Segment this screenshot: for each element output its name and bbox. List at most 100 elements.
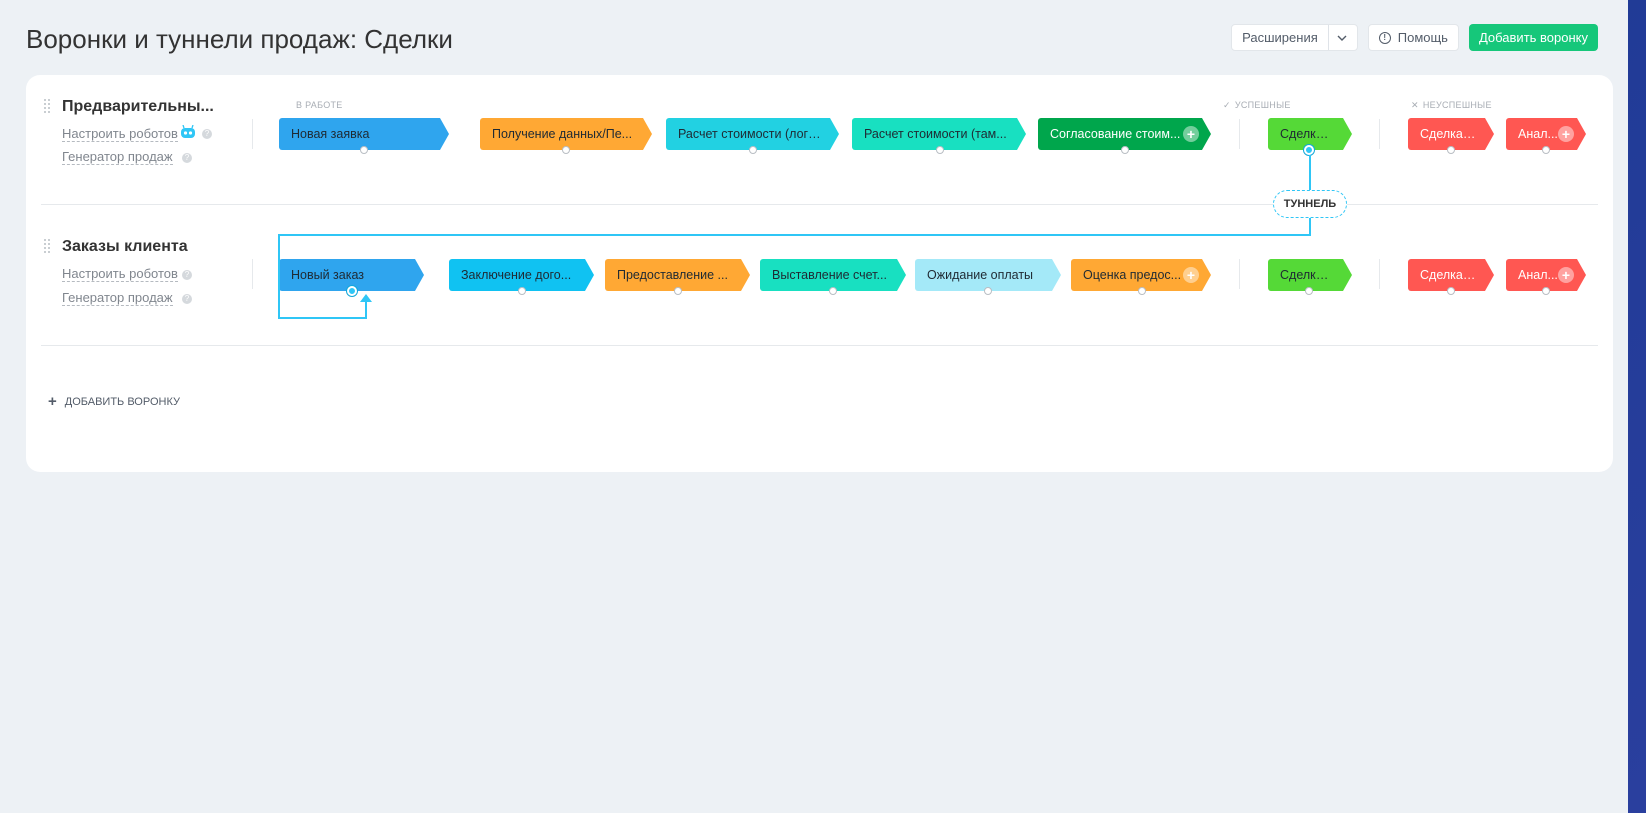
- check-icon: ✓: [1223, 100, 1231, 110]
- add-funnel-label: Добавить воронку: [1478, 30, 1588, 45]
- funnels-card: В РАБОТЕ ✓УСПЕШНЫЕ ✕НЕУСПЕШНЫЕ Предварит…: [26, 75, 1613, 472]
- stage-fail-deal[interactable]: Сделка ...: [1408, 118, 1494, 154]
- page-header: Воронки и туннели продаж: Сделки Расшире…: [26, 20, 1598, 60]
- add-funnel-button[interactable]: Добавить воронку: [1468, 24, 1598, 51]
- stage-label: Оценка предос...: [1083, 268, 1182, 282]
- stage-label: Расчет стоимости (логи...: [678, 127, 826, 141]
- stage-connector[interactable]: [674, 287, 682, 295]
- help-button[interactable]: ! Помощь: [1367, 24, 1459, 51]
- stage-shape: [1506, 259, 1586, 291]
- help-label: Помощь: [1397, 30, 1448, 45]
- column-header-fail: ✕НЕУСПЕШНЫЕ: [1411, 100, 1492, 111]
- stage-shape: [1408, 259, 1494, 291]
- stage-shape: [279, 118, 449, 150]
- stage-shape: [1038, 118, 1211, 150]
- divider: [252, 119, 253, 149]
- robots-link[interactable]: Настроить роботов: [62, 126, 178, 142]
- stage-label: Сделка ...: [1420, 268, 1477, 282]
- stage-contract[interactable]: Заключение дого...: [449, 259, 594, 295]
- extensions-button[interactable]: Расширения: [1231, 24, 1358, 51]
- robot-icon: [180, 124, 196, 139]
- stage-connector[interactable]: [1542, 146, 1550, 154]
- tunnel-connector-active[interactable]: [347, 286, 357, 296]
- funnel-name[interactable]: Предварительны...: [62, 98, 214, 115]
- add-stage-icon[interactable]: +: [1183, 267, 1199, 283]
- stage-invoicing[interactable]: Выставление счет...: [760, 259, 906, 295]
- stage-connector[interactable]: [360, 146, 368, 154]
- stage-shape: [666, 118, 839, 150]
- robots-link[interactable]: Настроить роботов: [62, 266, 178, 282]
- stage-label: Предоставление ...: [617, 268, 728, 282]
- info-icon: !: [1378, 31, 1391, 44]
- plus-icon: +: [48, 393, 57, 410]
- stage-success[interactable]: Сделка ...: [1268, 259, 1352, 295]
- stage-cost-calc-customs[interactable]: Расчет стоимости (там...: [852, 118, 1026, 154]
- row-divider: [41, 345, 1598, 346]
- stage-label: Получение данных/Пе...: [492, 127, 633, 141]
- stage-label: Согласование стоим...: [1050, 127, 1181, 141]
- help-question-icon[interactable]: ?: [202, 129, 212, 139]
- stage-shape: [1408, 118, 1494, 150]
- add-stage-icon[interactable]: +: [1183, 126, 1199, 142]
- add-funnel-link[interactable]: + ДОБАВИТЬ ВОРОНКУ: [48, 393, 180, 410]
- stage-fail-deal[interactable]: Сделка ...: [1408, 259, 1494, 295]
- stage-new-request[interactable]: Новая заявка: [279, 118, 449, 154]
- divider: [252, 259, 253, 289]
- drag-handle-icon[interactable]: [44, 239, 52, 255]
- stage-connector[interactable]: [749, 146, 757, 154]
- fail-label: НЕУСПЕШНЫЕ: [1422, 100, 1492, 110]
- stage-label: Сделка ...: [1420, 127, 1477, 141]
- stage-label: Ожидание оплаты: [927, 268, 1034, 282]
- divider: [1239, 119, 1240, 149]
- stage-shape: [1268, 118, 1352, 150]
- stage-connector[interactable]: [984, 287, 992, 295]
- tunnel-badge[interactable]: ТУННЕЛЬ: [1273, 190, 1347, 218]
- stage-shape: [852, 118, 1026, 150]
- stage-connector[interactable]: [936, 146, 944, 154]
- column-header-in-work: В РАБОТЕ: [296, 100, 343, 110]
- help-question-icon[interactable]: ?: [182, 270, 192, 280]
- add-stage-icon[interactable]: +: [1558, 126, 1574, 142]
- stage-shape: [480, 118, 652, 150]
- stage-cost-approval[interactable]: Согласование стоим... +: [1038, 118, 1211, 154]
- stage-connector[interactable]: [1305, 287, 1313, 295]
- stage-service-evaluation[interactable]: Оценка предос... +: [1071, 259, 1211, 295]
- divider: [1239, 259, 1240, 289]
- stage-fail-analysis[interactable]: Анал... +: [1506, 259, 1586, 295]
- row-divider: [41, 204, 1598, 205]
- page-title: Воронки и туннели продаж: Сделки: [26, 24, 453, 54]
- stage-label: Новая заявка: [291, 127, 370, 141]
- stage-connector[interactable]: [1121, 146, 1129, 154]
- stage-connector[interactable]: [829, 287, 837, 295]
- stage-connector[interactable]: [1447, 146, 1455, 154]
- stage-cost-calc-logistics[interactable]: Расчет стоимости (логи...: [666, 118, 839, 154]
- tunnel-connector-active[interactable]: [1304, 145, 1314, 155]
- stage-label: Расчет стоимости (там...: [864, 127, 1007, 141]
- stage-awaiting-payment[interactable]: Ожидание оплаты: [915, 259, 1061, 295]
- success-label: УСПЕШНЫЕ: [1234, 100, 1291, 110]
- help-question-icon[interactable]: ?: [182, 153, 192, 163]
- stage-shape: [1506, 118, 1586, 150]
- stage-provision[interactable]: Предоставление ...: [605, 259, 750, 295]
- stage-connector[interactable]: [1447, 287, 1455, 295]
- stage-connector[interactable]: [562, 146, 570, 154]
- stage-new-order[interactable]: Новый заказ: [279, 259, 424, 296]
- drag-handle-icon[interactable]: [44, 99, 52, 115]
- stage-connector[interactable]: [518, 287, 526, 295]
- add-funnel-link-label: ДОБАВИТЬ ВОРОНКУ: [64, 395, 180, 408]
- stage-connector[interactable]: [1138, 287, 1146, 295]
- divider: [1379, 119, 1380, 149]
- help-question-icon[interactable]: ?: [182, 294, 192, 304]
- header-actions: Расширения ! Помощь Добавить воронку: [1231, 24, 1598, 51]
- sales-generator-link[interactable]: Генератор продаж: [62, 290, 173, 306]
- sales-generator-link[interactable]: Генератор продаж: [62, 149, 173, 165]
- chevron-down-icon[interactable]: [1327, 25, 1347, 50]
- stage-fail-analysis[interactable]: Анал... +: [1506, 118, 1586, 154]
- stage-data-receipt[interactable]: Получение данных/Пе...: [480, 118, 652, 154]
- stage-success[interactable]: Сделка ...: [1268, 118, 1352, 155]
- stage-connector[interactable]: [1542, 287, 1550, 295]
- funnel-name[interactable]: Заказы клиента: [62, 238, 188, 255]
- extensions-label: Расширения: [1242, 30, 1318, 45]
- add-stage-icon[interactable]: +: [1558, 267, 1574, 283]
